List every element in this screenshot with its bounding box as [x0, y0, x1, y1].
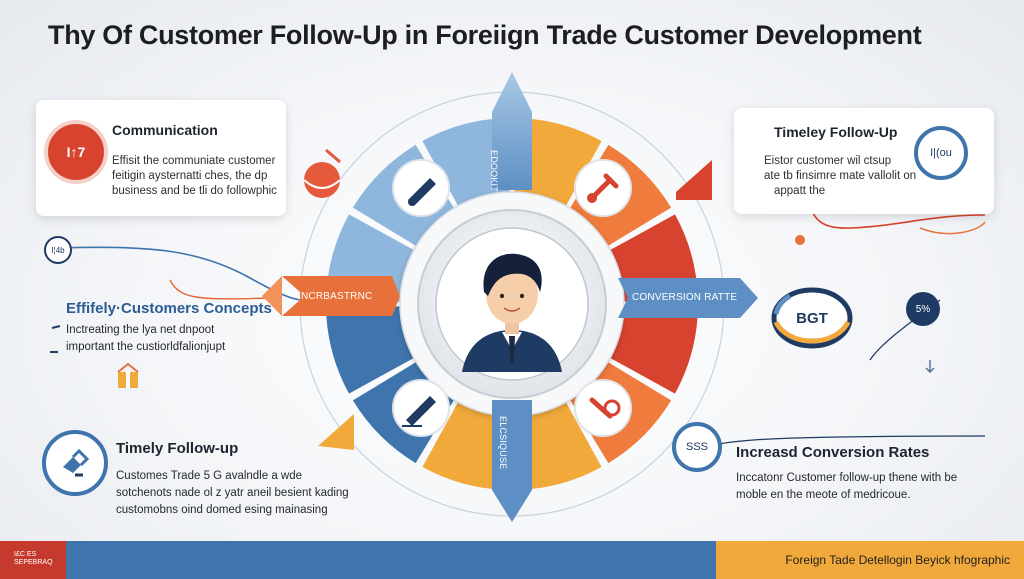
timely-follow-up-right-title: Timeley Follow-Up — [774, 124, 898, 140]
communication-text: Effisit the communiate customer feitigin… — [112, 155, 277, 197]
percent-badge: 5% — [906, 292, 940, 326]
top-arrow-label: EDOOKIT — [489, 150, 499, 192]
left-top-badge: I¦4b — [44, 236, 72, 264]
wheel-segment-1 — [514, 118, 602, 206]
bgt-label: BGT — [796, 309, 828, 327]
document-hand-icon: I|(ou — [914, 126, 968, 180]
handshake-icon — [42, 430, 108, 496]
amber-tag-shape — [318, 414, 354, 450]
right-arrow-label: CONVERSION RATTE — [632, 292, 738, 303]
top-arrow — [492, 72, 532, 190]
left-arrow-label: INCRBASTRNC — [298, 291, 373, 302]
effective-concepts-title: Effifely·Customers Concepts — [66, 300, 272, 317]
decorative-arrow-icon — [50, 325, 935, 373]
conversion-rates-text: Inccatonr Customer follow-up thene with … — [736, 472, 958, 501]
timely-follow-up-right-card: Timeley Follow-Up Eistor customer wil ct… — [734, 108, 994, 214]
timely-follow-up-right-text: Eistor customer wil ctsup ate tb finsimr… — [764, 155, 917, 197]
footer-blue-band — [66, 541, 716, 579]
wheel-segment-7 — [422, 402, 510, 490]
footer-text: Foreign Tade Detellogin Beyick hfographi… — [785, 553, 1010, 567]
wheel-segment-4 — [610, 306, 698, 394]
businessman-avatar-icon — [462, 253, 562, 372]
footer-bar: I£C ES SEPEBRAQ Foreign Tade Detellogin … — [0, 541, 1024, 579]
right-arrow — [618, 278, 758, 318]
pen-tool-icon — [392, 379, 450, 437]
wheel-segment-12 — [422, 118, 510, 206]
left-arrow — [282, 276, 400, 316]
pin-icon — [795, 221, 986, 245]
footer-left-block: I£C ES SEPEBRAQ — [0, 541, 66, 579]
wheel-segment-9 — [326, 306, 414, 394]
timely-follow-up-left-title: Timely Follow-up — [116, 440, 239, 457]
footer-orange-band: Foreign Tade Detellogin Beyick hfographi… — [716, 541, 1024, 579]
sss-badge: SSS — [672, 422, 722, 472]
gift-box-icon — [117, 362, 139, 388]
connector-line — [59, 246, 331, 302]
communication-card: I↑7 Communication Effisit the communiate… — [36, 100, 286, 216]
bgt-ring-icon — [771, 287, 853, 349]
wrench-tool-icon — [574, 159, 632, 217]
effective-concepts-text: Inctreating the lya net dnpoot important… — [66, 324, 226, 353]
red-tag-shape — [676, 160, 712, 200]
connector-line — [169, 279, 271, 300]
red-seal-icon — [303, 148, 341, 198]
page-title: Thy Of Customer Follow-Up in Foreiign Tr… — [48, 20, 922, 50]
wrench-tool-icon — [574, 379, 632, 437]
communication-title: Communication — [112, 122, 218, 138]
pen-tool-icon — [392, 159, 450, 217]
bottom-arrow — [492, 400, 532, 522]
bottom-arrow-label: ELCSIQUSE — [498, 416, 508, 470]
conversion-rates-title: Increasd Conversion Rates — [736, 444, 930, 461]
wheel-segment-6 — [514, 402, 602, 490]
person-badge-icon: I↑7 — [44, 120, 108, 184]
timely-follow-up-left-text: Customes Trade 5 G avalndle a wde sotche… — [116, 470, 349, 516]
